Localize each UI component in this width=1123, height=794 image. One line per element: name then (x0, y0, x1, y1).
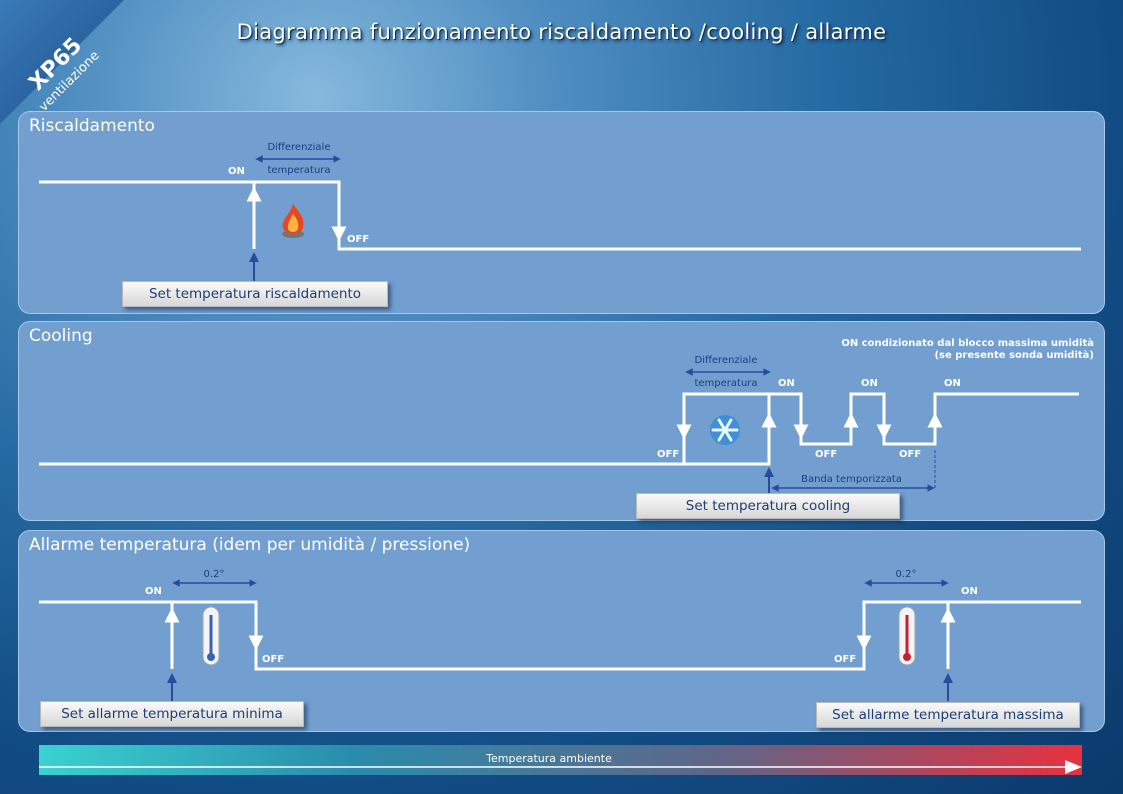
cooling-title: Cooling (29, 326, 93, 346)
heating-diagram (39, 155, 1081, 282)
cooling-note-1: ON condizionato dal blocco massima umidi… (841, 338, 1094, 349)
alarm-max-hyst-label: 0.2° (895, 569, 917, 580)
temperature-axis-arrow (39, 760, 1082, 774)
cooling-on-label-2: ON (861, 378, 878, 389)
flame-icon (282, 204, 304, 238)
alarm-min-off-label: OFF (262, 654, 285, 665)
cooling-diff-label-2: temperatura (694, 378, 758, 389)
cooling-band-label: Banda temporizzata (801, 474, 902, 485)
thermometer-icon (202, 606, 220, 666)
set-cooling-button[interactable]: Set temperatura cooling (636, 493, 900, 519)
heating-hysteresis-path (39, 180, 1081, 251)
corner-triangle (0, 0, 124, 124)
heating-diff-label-1: Differenziale (267, 142, 331, 153)
set-heating-button[interactable]: Set temperatura riscaldamento (122, 281, 388, 307)
heating-off-label: OFF (347, 234, 370, 245)
set-alarm-max-button[interactable]: Set allarme temperatura massima (816, 702, 1080, 728)
cooling-off-label-2: OFF (815, 449, 838, 460)
cooling-on-label-1: ON (778, 378, 795, 389)
cooling-note-2: (se presente sonda umidità) (934, 350, 1094, 361)
set-alarm-min-button[interactable]: Set allarme temperatura minima (40, 701, 304, 727)
cooling-hysteresis-path (39, 392, 1079, 466)
temperature-axis-bar: Temperatura ambiente (39, 745, 1082, 775)
alarm-min-on-label: ON (145, 586, 162, 597)
snowflake-icon (710, 415, 740, 445)
alarm-panel: Allarme temperatura (idem per umidità / … (18, 530, 1105, 732)
heating-panel: Riscaldamento ON OFF Differenziale tempe… (18, 111, 1105, 314)
alarm-hysteresis-path (39, 600, 1081, 671)
temperature-axis-label: Temperatura ambiente (486, 752, 612, 765)
alarm-min-hyst-label: 0.2° (203, 569, 225, 580)
alarm-title: Allarme temperatura (idem per umidità / … (29, 535, 471, 555)
cooling-diff-label-1: Differenziale (694, 355, 758, 366)
cooling-diagram (39, 368, 1079, 494)
alarm-max-on-label: ON (961, 586, 978, 597)
alarm-diagram (39, 579, 1081, 701)
cooling-off-label-3: OFF (899, 449, 922, 460)
thermometer-icon (898, 606, 916, 666)
alarm-max-off-label: OFF (834, 654, 857, 665)
brand-corner: XP65 ventilazione (0, 0, 130, 130)
page-title: Diagramma funzionamento riscaldamento /c… (236, 20, 887, 44)
cooling-panel: Cooling ON condizionato dal blocco massi… (18, 321, 1105, 521)
heating-diff-label-2: temperatura (267, 165, 331, 176)
cooling-on-label-3: ON (944, 378, 961, 389)
cooling-off-label-1: OFF (657, 449, 680, 460)
heating-title: Riscaldamento (29, 116, 155, 136)
heating-on-label: ON (228, 166, 245, 177)
